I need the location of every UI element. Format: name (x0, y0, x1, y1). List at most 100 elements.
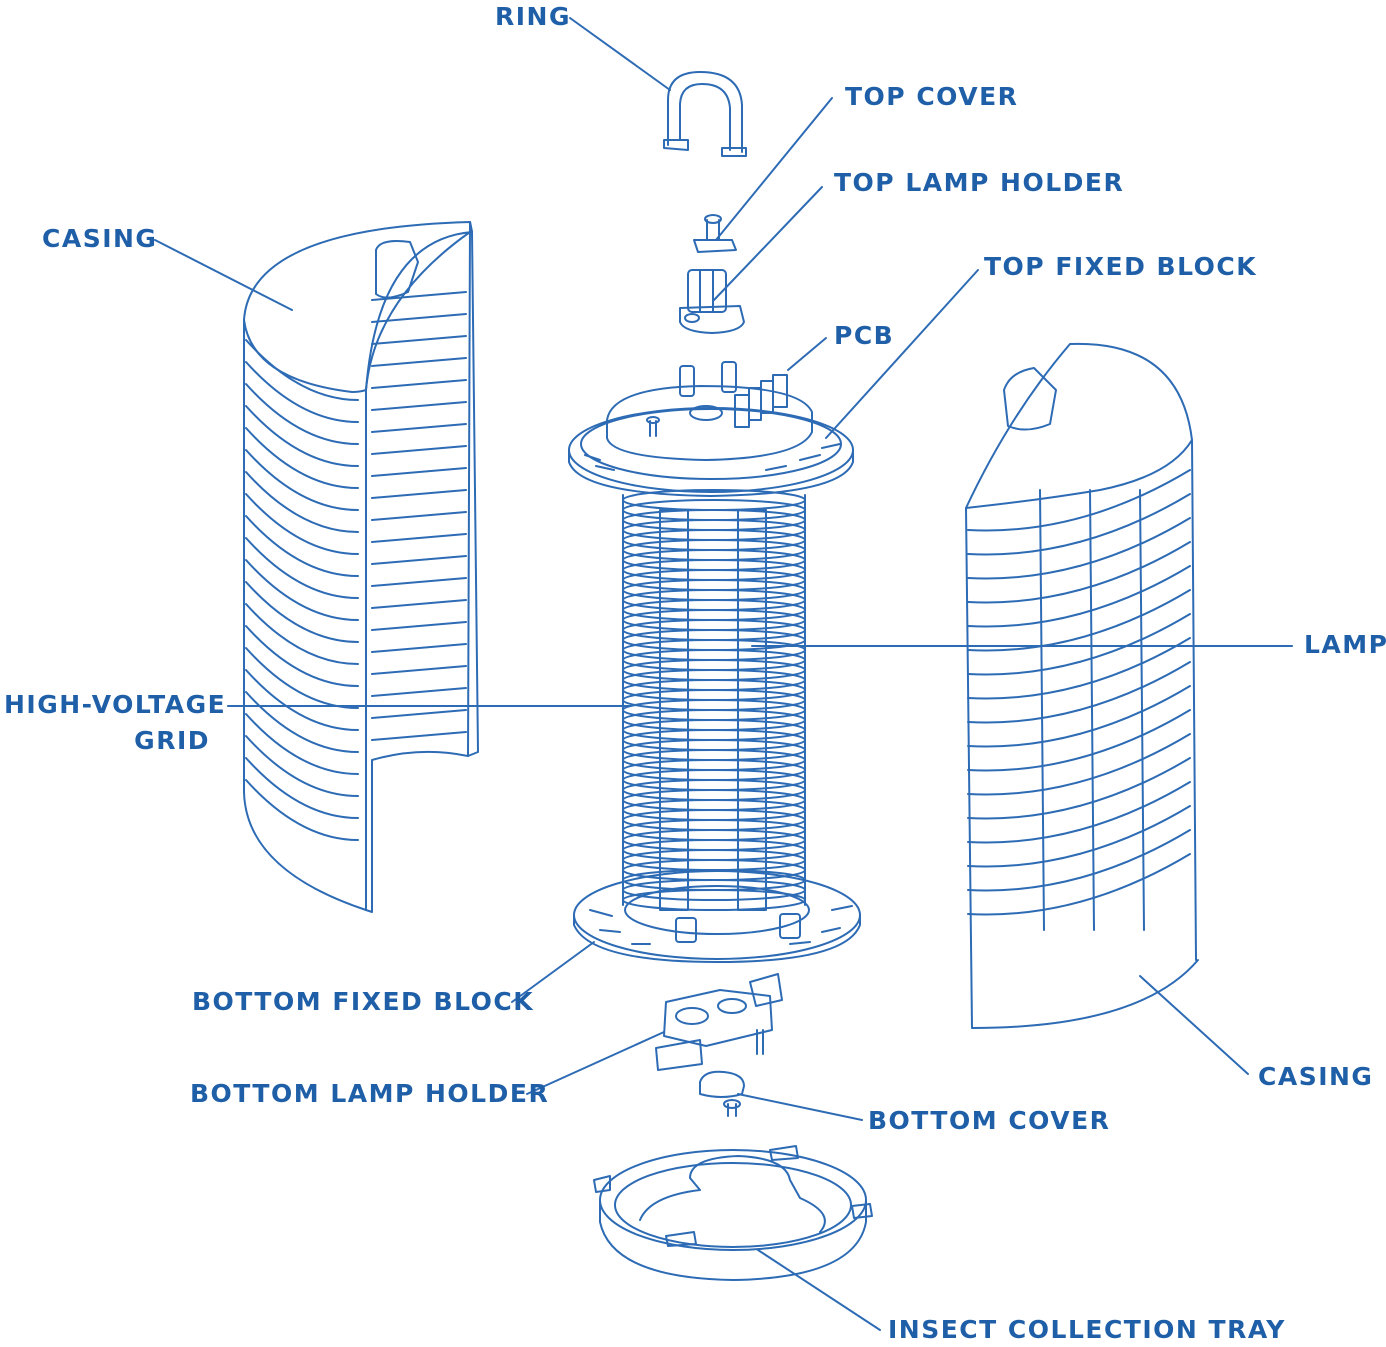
label-bottom-lamp-holder: BOTTOM LAMP HOLDER (190, 1079, 550, 1108)
casing-inner-fin (372, 402, 466, 410)
casing-fin (968, 854, 1190, 915)
casing-fin (246, 648, 358, 708)
casing-fin (246, 362, 358, 422)
casing-fin (246, 604, 358, 664)
casing-inner-fin (372, 688, 466, 696)
casing-rib (1090, 490, 1094, 930)
leader-casing-left (154, 239, 293, 311)
casing-fin (968, 542, 1190, 603)
leader-bottom-cover (737, 1093, 863, 1121)
casing-fin (968, 758, 1190, 819)
casing-fin (968, 470, 1190, 531)
casing-fin (246, 714, 358, 774)
casing-inner-fin (372, 578, 466, 586)
casing-inner-fin (372, 446, 466, 454)
top-cover-part (694, 215, 736, 252)
casing-fin (968, 806, 1190, 867)
leader-top-lamp-holder (713, 186, 823, 301)
casing-fin (246, 758, 358, 818)
leader-pcb (787, 337, 827, 371)
casing-rib (1040, 490, 1044, 930)
casing-right-part (966, 344, 1198, 1028)
casing-inner-fin (372, 512, 466, 520)
bottom-lamp-holder-part (656, 974, 782, 1070)
casing-fin (246, 560, 358, 620)
label-insect-collection-tray: INSECT COLLECTION TRAY (888, 1315, 1286, 1344)
casing-fin (246, 406, 358, 466)
casing-fin (246, 780, 358, 840)
leader-casing-right (1139, 975, 1249, 1075)
label-bottom-fixed-block: BOTTOM FIXED BLOCK (192, 987, 535, 1016)
casing-inner-fin (372, 490, 466, 498)
casing-inner-fin (372, 468, 466, 476)
label-grid: GRID (134, 726, 210, 755)
casing-fin (968, 830, 1190, 891)
casing-fin (246, 692, 358, 752)
casing-rib (1140, 490, 1144, 930)
label-top-fixed-block: TOP FIXED BLOCK (984, 252, 1258, 281)
label-top-cover: TOP COVER (845, 82, 1019, 111)
casing-fin (246, 472, 358, 532)
label-high-voltage: HIGH-VOLTAGE (4, 690, 227, 719)
casing-fin (968, 734, 1190, 795)
casing-fin (968, 686, 1190, 747)
label-ring: RING (495, 2, 571, 31)
casing-inner-fin (372, 534, 466, 542)
casing-fin (968, 710, 1190, 771)
casing-fin (246, 340, 358, 400)
top-fixed-block-part (569, 362, 853, 496)
casing-fin (246, 736, 358, 796)
pcb-part (735, 375, 787, 427)
casing-fin (968, 566, 1190, 627)
label-top-lamp-holder: TOP LAMP HOLDER (834, 168, 1125, 197)
ring-part (664, 72, 746, 156)
casing-left-fins (246, 292, 466, 840)
casing-right-fins (968, 470, 1190, 930)
lamp-tubes-part (623, 495, 805, 910)
casing-inner-fin (372, 644, 466, 652)
casing-inner-fin (372, 424, 466, 432)
leader-top-cover (715, 97, 833, 241)
casing-left-part (244, 222, 478, 912)
lamp-grid-part (623, 490, 805, 910)
leader-bottom-fixed-block (511, 941, 595, 1003)
leader-top-fixed-block (825, 269, 979, 439)
casing-inner-fin (372, 556, 466, 564)
casing-fin (968, 782, 1190, 843)
label-casing-right: CASING (1258, 1062, 1374, 1091)
label-bottom-cover: BOTTOM COVER (868, 1106, 1111, 1135)
casing-inner-fin (372, 600, 466, 608)
top-lamp-holder-part (680, 270, 744, 333)
casing-fin (968, 590, 1190, 651)
casing-fin (968, 614, 1190, 675)
leader-bottom-lamp-holder (526, 1031, 665, 1095)
casing-inner-fin (372, 336, 466, 344)
casing-fin (246, 582, 358, 642)
casing-inner-fin (372, 732, 466, 740)
casing-inner-fin (372, 358, 466, 366)
insect-tray-part (594, 1146, 872, 1280)
bottom-fixed-block-part (574, 871, 860, 962)
casing-fin (246, 626, 358, 686)
label-lamp: LAMP (1304, 630, 1386, 659)
casing-inner-fin (372, 292, 466, 300)
casing-fin (246, 494, 358, 554)
casing-fin (246, 428, 358, 488)
bottom-cover-part (700, 1072, 744, 1116)
casing-inner-fin (372, 314, 466, 322)
casing-fin (968, 638, 1190, 699)
casing-fin (968, 662, 1190, 723)
label-casing-left: CASING (42, 224, 158, 253)
casing-fin (968, 494, 1190, 555)
casing-fin (246, 670, 358, 730)
casing-inner-fin (372, 666, 466, 674)
casing-fin (246, 516, 358, 576)
casing-inner-fin (372, 622, 466, 630)
casing-fin (246, 538, 358, 598)
leader-ring (569, 17, 671, 91)
label-pcb: PCB (834, 321, 895, 350)
leader-lines (154, 17, 1293, 1331)
casing-fin (968, 518, 1190, 579)
